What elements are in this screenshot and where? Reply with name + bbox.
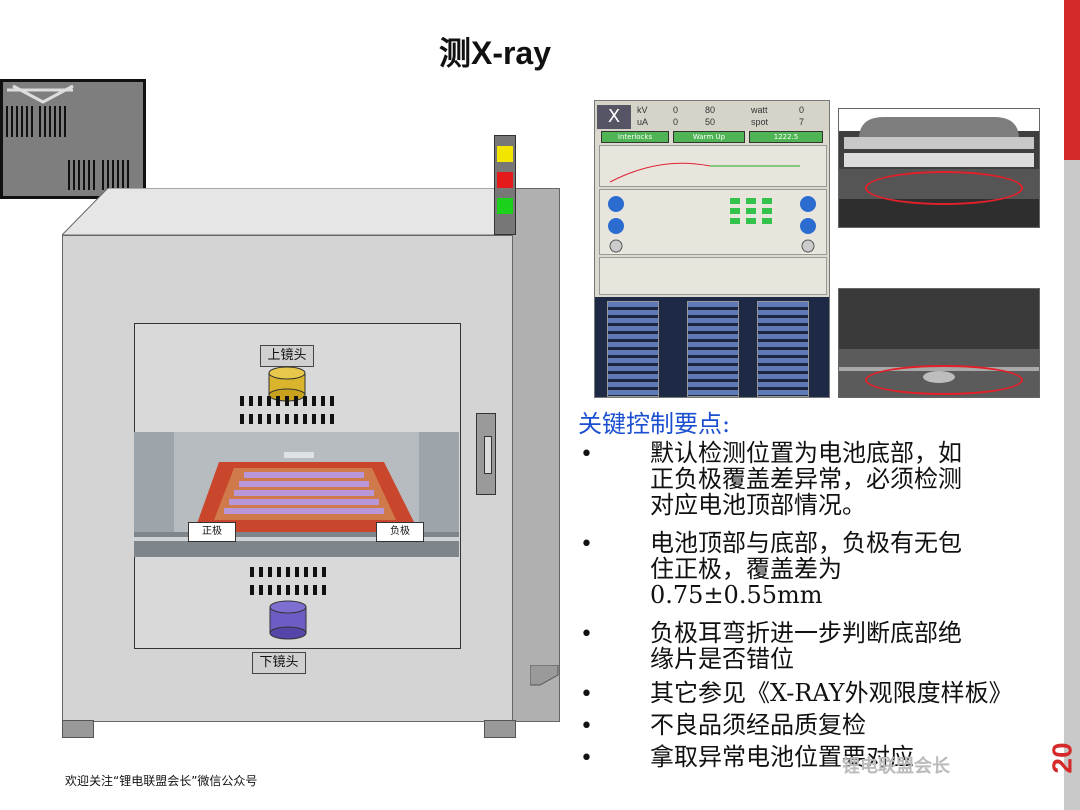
page-number: 20 <box>1046 742 1078 774</box>
ua-value: 0 <box>673 117 679 127</box>
bullet-2-line-1: 电池顶部与底部，负极有无包 <box>650 529 962 557</box>
watt-label: watt <box>751 105 768 115</box>
slide-title: 测X-ray <box>438 35 552 71</box>
kv-label: kV <box>637 105 648 115</box>
cabinet-side-foot <box>530 665 559 686</box>
bullet-4: 其它参见《X-RAY外观限度样板》 <box>650 680 1062 706</box>
bullet-6-line-1: 拿取异常电池位置要对应 <box>650 743 914 771</box>
interlocks-button[interactable]: Interlocks <box>601 131 669 143</box>
lower-beam-lines-2 <box>250 585 328 595</box>
footer-note: 欢迎关注“锂电联盟会长”微信公众号 <box>65 774 258 788</box>
lamp-red <box>497 172 513 188</box>
bullet-3-line-2: 缘片是否错位 <box>650 645 794 673</box>
upper-lens-label: 上镜头 <box>260 345 314 367</box>
defect-marker-bottom <box>865 365 1023 395</box>
xray-software-screenshot: X kV 0 80 uA 0 50 watt 0 spot 7 Interloc… <box>594 100 830 398</box>
motor-control-panel <box>599 189 827 255</box>
navigation-panel <box>599 257 827 295</box>
xray-control-panel <box>599 145 827 187</box>
bullet-marker: • <box>580 682 593 707</box>
value-display: 1222.5 <box>749 131 823 143</box>
key-points-heading: 关键控制要点: <box>578 410 731 438</box>
conveyor-photo: 正极 负极 <box>134 432 459 557</box>
bullet-marker: • <box>580 442 593 467</box>
xray-logo-icon: X <box>597 105 631 129</box>
side-bar-gray <box>1064 160 1080 810</box>
xray-battery-bottom-image <box>838 288 1040 398</box>
warmup-button[interactable]: Warm Up <box>673 131 745 143</box>
software-header <box>595 101 829 131</box>
xray-thumbnail <box>0 79 146 199</box>
bullet-6: 拿取异常电池位置要对应 <box>650 744 914 770</box>
side-bar <box>1064 0 1080 810</box>
xray-battery-top-image <box>838 108 1040 228</box>
spot-label: spot <box>751 117 769 127</box>
lower-beam-lines <box>250 567 328 577</box>
bullet-1-line-3: 对应电池顶部情况。 <box>650 491 866 519</box>
upper-beam-lines <box>240 396 335 406</box>
bullet-marker: • <box>580 714 593 739</box>
kv-setpoint: 80 <box>705 105 716 115</box>
bullet-2-line-3: 0.75±0.55mm <box>650 581 823 609</box>
ua-setpoint: 50 <box>705 117 716 127</box>
door-handle <box>476 413 496 495</box>
bullet-1-line-1: 默认检测位置为电池底部，如 <box>650 439 962 467</box>
negative-pole-label: 负极 <box>376 522 424 542</box>
lamp-green <box>497 198 513 214</box>
cabinet-top <box>62 188 558 235</box>
lamp-yellow <box>497 146 513 162</box>
side-bar-red <box>1064 0 1080 160</box>
cabinet-foot-left <box>62 720 94 738</box>
bullet-marker: • <box>580 622 593 647</box>
positive-pole-label: 正极 <box>188 522 236 542</box>
watt-value: 0 <box>799 105 805 115</box>
defect-marker-top <box>865 171 1023 205</box>
kv-value: 0 <box>673 105 679 115</box>
bullet-1-line-2: 正负极覆盖差异常，必须检测 <box>650 465 962 493</box>
bullet-4-line-1: 其它参见《X-RAY外观限度样板》 <box>650 680 1013 706</box>
bullet-1: 默认检测位置为电池底部，如 正负极覆盖差异常，必须检测 对应电池顶部情况。 <box>650 440 962 518</box>
upper-beam-lines-2 <box>240 414 335 424</box>
bullet-2: 电池顶部与底部，负极有无包 住正极，覆盖差为 0.75±0.55mm <box>650 530 962 608</box>
bullet-marker: • <box>580 532 593 557</box>
lower-lens-icon <box>269 600 307 640</box>
bullet-5: 不良品须经品质复检 <box>650 712 866 738</box>
upper-lens-icon <box>268 366 306 402</box>
spot-value: 7 <box>799 117 805 127</box>
ua-label: uA <box>637 117 649 127</box>
bullet-5-line-1: 不良品须经品质复检 <box>650 711 866 739</box>
watermark: 锂电联盟会长 <box>842 756 950 777</box>
bullet-3-line-1: 负极耳弯折进一步判断底部绝 <box>650 619 962 647</box>
bullet-marker: • <box>580 746 593 771</box>
tray-display <box>595 297 829 397</box>
lower-lens-label: 下镜头 <box>252 652 306 674</box>
cabinet-foot-right <box>484 720 516 738</box>
signal-lamp <box>494 135 516 235</box>
cabinet-side <box>512 188 560 722</box>
bullet-2-line-2: 住正极，覆盖差为 <box>650 555 842 583</box>
bullet-3: 负极耳弯折进一步判断底部绝 缘片是否错位 <box>650 620 962 672</box>
